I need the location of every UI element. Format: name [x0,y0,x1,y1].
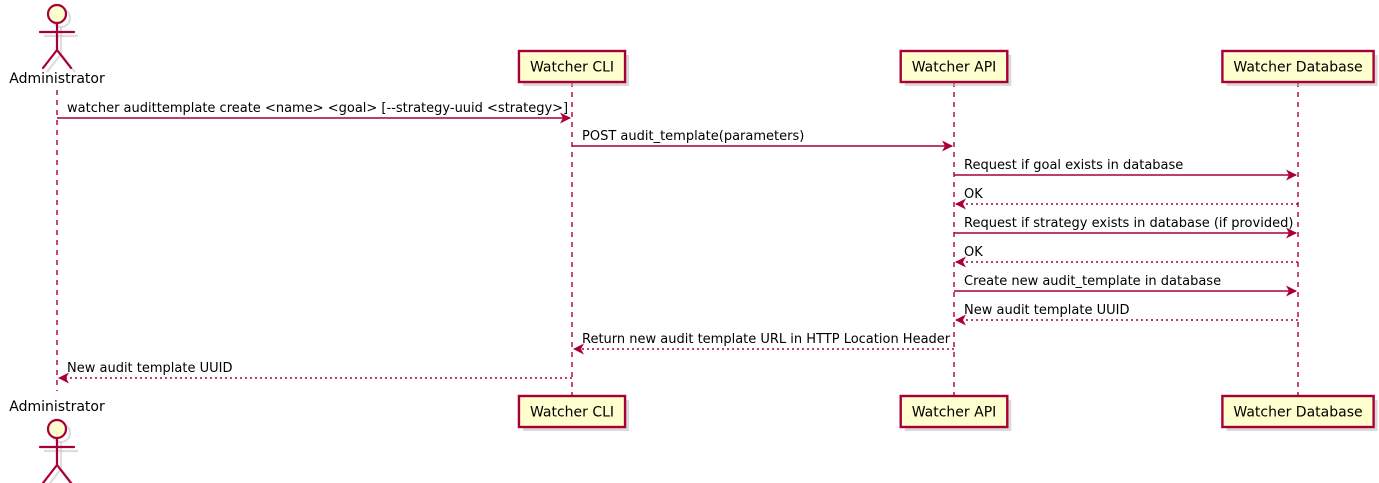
participant-watcher-cli-bottom[interactable]: Watcher CLI [517,394,630,431]
message-arrowhead [1286,227,1297,239]
message-1[interactable]: watcher audittemplate create <name> <goa… [57,101,571,124]
message-label: Request if strategy exists in database (… [964,216,1293,231]
message-arrowhead [955,314,966,326]
actor-leg-left [41,48,59,70]
message-9[interactable]: Return new audit template URL in HTTP Lo… [573,332,954,355]
actor-head [46,418,68,440]
message-label: New audit template UUID [964,303,1129,318]
participant-box [1221,49,1375,84]
message-label: OK [964,245,983,260]
message-arrowhead [58,372,69,384]
actor-leg-right [55,48,73,70]
message-label: Create new audit_template in database [964,274,1221,289]
actor-leg-l-shadow [46,53,62,73]
message-6[interactable]: OK [955,245,1298,268]
participant-watcher-database-bottom[interactable]: Watcher Database [1221,394,1378,431]
participant-watcher-cli-top[interactable]: Watcher CLI [517,49,630,86]
message-3[interactable]: Request if goal exists in database [954,158,1297,181]
participant-box [517,394,627,429]
message-arrowhead [1286,169,1297,181]
actor-administrator-bottom[interactable]: Administrator [9,399,105,483]
message-label: watcher audittemplate create <name> <goa… [67,101,568,116]
message-7[interactable]: Create new audit_template in database [954,274,1297,297]
participant-box [899,49,1009,84]
participant-label: Watcher API [912,60,997,76]
participant-label: Watcher API [912,405,997,421]
actor-leg-l-shadow [48,468,62,483]
participant-box [1221,394,1375,429]
message-4[interactable]: OK [955,187,1298,210]
participant-watcher-api-top[interactable]: Watcher API [899,49,1012,86]
participant-label: Watcher CLI [530,60,614,76]
participant-box [899,394,1009,429]
message-arrowhead [560,112,571,124]
participant-label: Watcher CLI [530,405,614,421]
message-arrowhead [573,343,584,355]
message-label: Return new audit template URL in HTTP Lo… [582,332,951,347]
message-5[interactable]: Request if strategy exists in database (… [954,216,1297,239]
message-arrowhead [942,140,953,152]
message-label: POST audit_template(parameters) [582,129,804,144]
participant-watcher-api-bottom[interactable]: Watcher API [899,394,1012,431]
message-label: OK [964,187,983,202]
message-label: New audit template UUID [67,361,232,376]
message-8[interactable]: New audit template UUID [955,303,1298,326]
actor-label: Administrator [9,399,105,415]
message-label: Request if goal exists in database [964,158,1183,173]
message-arrowhead [955,256,966,268]
actor-leg-left [41,463,59,483]
participant-label: Watcher Database [1233,60,1362,76]
actor-leg-right [55,463,73,483]
actor-label: Administrator [9,71,105,87]
participant-label: Watcher Database [1233,405,1362,421]
message-arrowhead [955,198,966,210]
message-10[interactable]: New audit template UUID [58,361,572,384]
message-2[interactable]: POST audit_template(parameters) [572,129,953,152]
participant-box [517,49,627,84]
actor-head [46,3,68,25]
actor-administrator-top[interactable]: Administrator [9,3,105,87]
participant-watcher-database-top[interactable]: Watcher Database [1221,49,1378,86]
message-arrowhead [1286,285,1297,297]
